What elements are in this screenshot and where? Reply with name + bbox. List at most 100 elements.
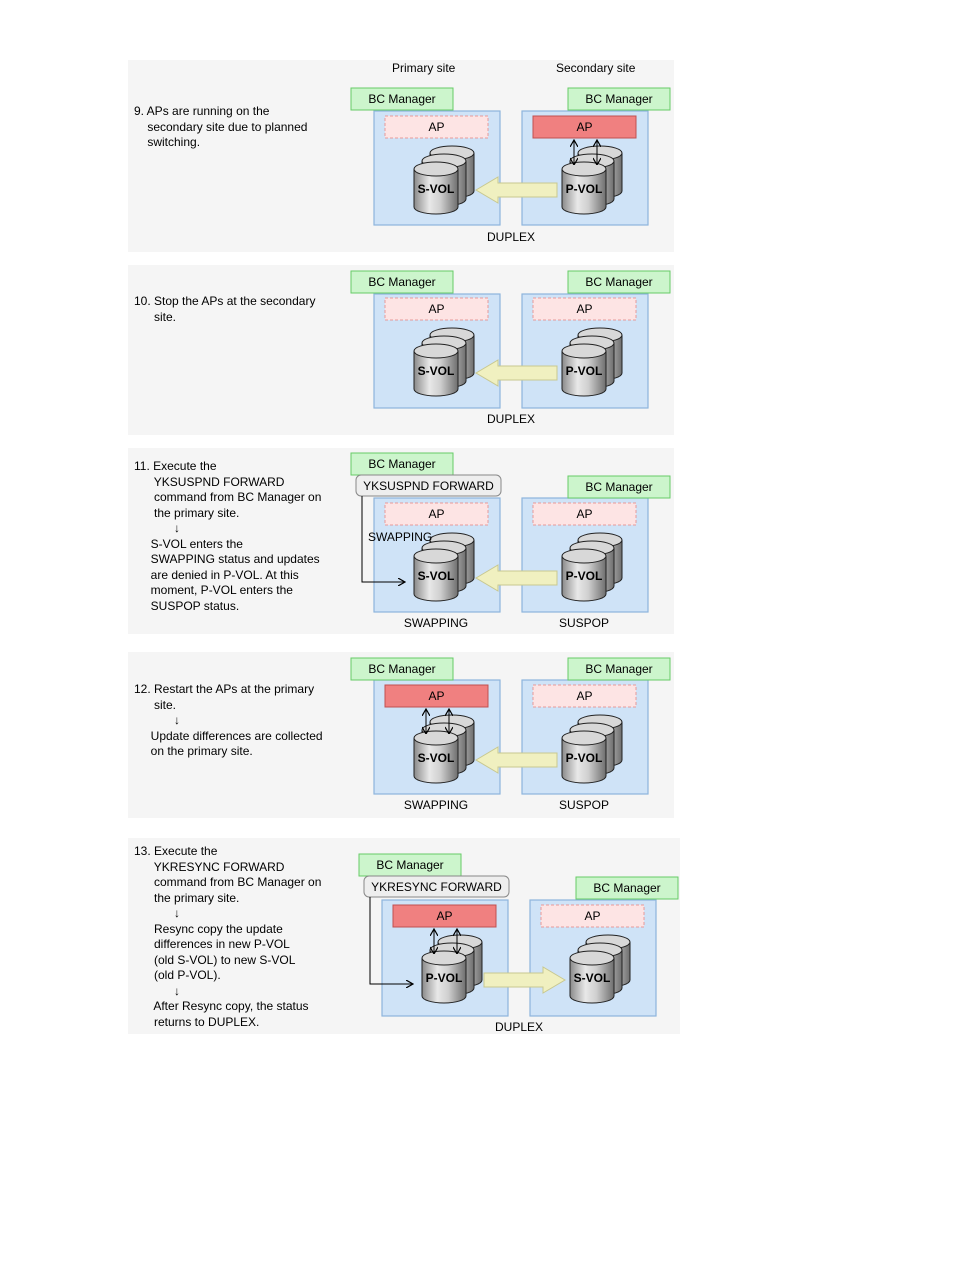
secondary-volume-stack: P-VOL [561,714,623,784]
volume-label: P-VOL [566,569,603,583]
step-9-description: 9. APs are running on the secondary site… [134,104,307,151]
pair-status: DUPLEX [487,230,535,244]
secondary-status: SUSPOP [559,616,609,630]
primary-volume-stack: S-VOL [413,714,475,784]
ap-primary-label: AP [428,302,444,316]
volume-label: S-VOL [418,751,455,765]
pair-status: DUPLEX [487,412,535,426]
step-13-description: 13. Execute the YKRESYNC FORWARD command… [134,844,321,1030]
secondary-site-header: Secondary site [556,61,636,75]
command-box [355,474,502,497]
replication-arrow [475,746,558,774]
secondary-volume-stack: P-VOL [561,532,623,602]
command-connector [361,496,405,582]
bc-manager-primary-label: BC Manager [368,92,435,106]
volume-label: S-VOL [574,971,611,985]
ap-primary [384,297,489,321]
step-11-line: are denied in P-VOL. At this [134,567,299,582]
volume-label: P-VOL [566,364,603,378]
primary-status: SWAPPING [404,798,468,812]
step-11-line: SWAPPING status and updates [134,552,320,566]
step-12-line: Update differences are collected [134,728,323,743]
step-13-line: After Resync copy, the status [134,999,309,1013]
secondary-volume-stack: P-VOL [561,145,623,215]
step-13-line: command from BC Manager on [134,875,322,889]
volume-label: P-VOL [566,182,603,196]
swapping-status-inline: SWAPPING [368,530,432,544]
step-13-line: ↓ [134,906,181,920]
step-13-line: ↓ [134,983,181,998]
command-connector [369,897,413,984]
volume-cylinder-top [413,730,459,746]
primary-volume-stack: S-VOL [413,532,475,602]
ap-primary-label: AP [436,909,452,923]
volume-label: S-VOL [418,569,455,583]
bc-manager-primary [350,87,454,111]
replication-arrow [475,359,558,387]
ap-secondary [532,502,637,526]
bc-manager-secondary [567,657,671,681]
primary-volume-stack: S-VOL [413,145,475,215]
step-11-line: ↓ [134,521,181,535]
step-11-line: YKSUSPND FORWARD [134,474,285,489]
volume-cylinder-top [561,161,607,177]
ap-primary [392,904,497,928]
ap-primary-label: AP [428,120,444,134]
step-9-line: switching. [134,135,201,149]
step-12-description: 12. Restart the APs at the primary site.… [134,682,323,760]
volume-cylinder-body [413,169,459,215]
ap-primary-label: AP [428,507,444,521]
step-10-line: 10. Stop the APs at the secondary [134,294,316,308]
volume-cylinder-top [569,950,615,966]
bc-manager-secondary [567,270,671,294]
ap-primary [384,115,489,139]
bc-manager-secondary-label: BC Manager [585,92,652,106]
volume-cylinder-body [413,351,459,397]
step-13-line: the primary site. [134,890,240,905]
bc-manager-primary-label: BC Manager [368,457,435,471]
secondary-volume-stack: P-VOL [561,327,623,397]
bc-manager-secondary-label: BC Manager [593,881,660,895]
volume-cylinder-top [561,343,607,359]
step-11-line: SUSPOP status. [134,598,240,613]
volume-cylinder-body [413,738,459,784]
ap-secondary-label: AP [576,507,592,521]
volume-cylinder-top [413,161,459,177]
volume-cylinder-body [561,169,607,215]
volume-label: S-VOL [418,182,455,196]
step-10-description: 10. Stop the APs at the secondary site. [134,294,315,325]
step-10-line: site. [134,309,177,324]
volume-label: S-VOL [418,364,455,378]
bc-manager-secondary [567,87,671,111]
volume-cylinder-top [413,343,459,359]
volume-cylinder-body [561,738,607,784]
ap-primary-label: AP [428,689,444,703]
bc-manager-secondary [575,876,679,900]
step-12-line: site. [134,697,177,712]
step-11-description: 11. Execute the YKSUSPND FORWARD command… [134,459,321,614]
step-12-line: on the primary site. [134,744,253,758]
ap-secondary [532,684,637,708]
volume-cylinder-top [561,730,607,746]
primary-status: SWAPPING [404,616,468,630]
pair-status: DUPLEX [495,1020,543,1034]
volume-cylinder-body [561,351,607,397]
bc-manager-secondary-label: BC Manager [585,662,652,676]
ap-secondary [532,297,637,321]
step-13-line: (old P-VOL). [134,968,221,982]
replication-arrow [475,176,558,204]
ap-secondary [540,904,645,928]
volume-cylinder-top [413,548,459,564]
bc-manager-primary-label: BC Manager [368,275,435,289]
step-11-line: command from BC Manager on [134,490,322,504]
step-13-line: YKRESYNC FORWARD [134,859,285,874]
ap-primary [384,684,489,708]
step-11-line: the primary site. [134,505,240,520]
bc-manager-secondary [567,475,671,499]
replication-arrow [483,966,566,994]
step-13-line: 13. Execute the [134,844,218,858]
bc-manager-primary-label: BC Manager [376,858,443,872]
step-13-line: (old S-VOL) to new S-VOL [134,952,296,967]
ap-secondary-label: AP [576,302,592,316]
